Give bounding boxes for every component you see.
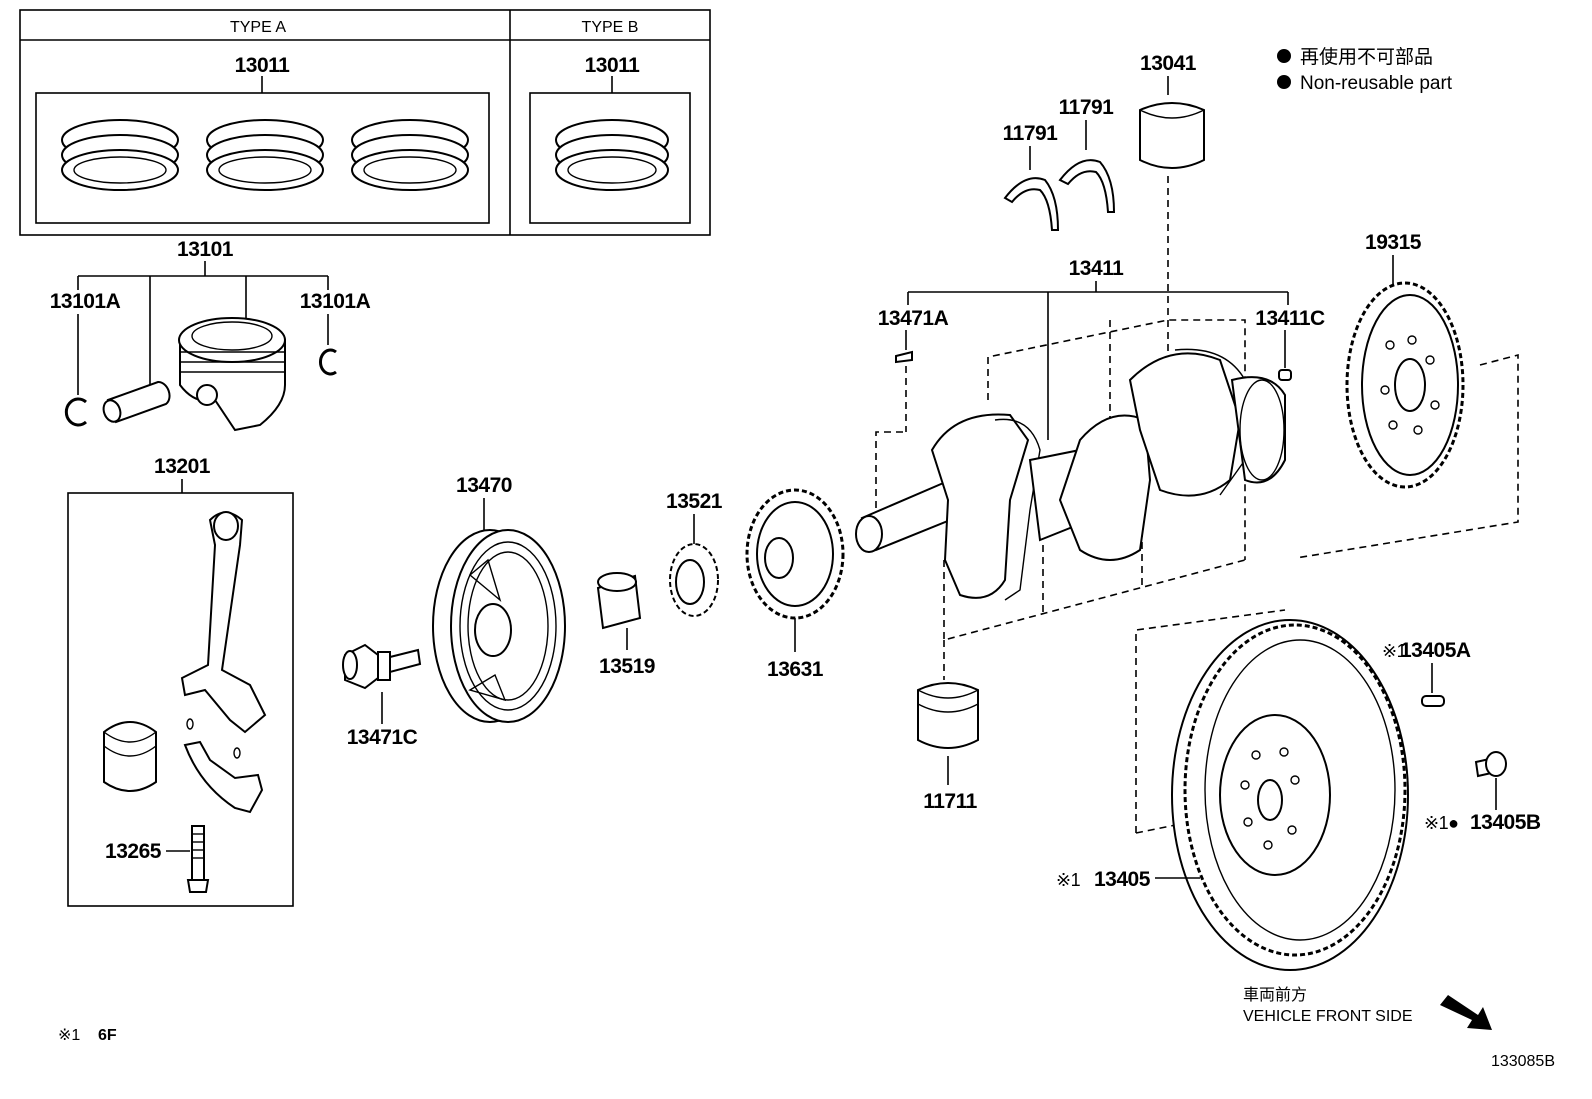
crankshaft-group: 13041 11791 11791 13411 13471A 13411C <box>855 52 1326 813</box>
non-reusable-bullet-icon <box>1277 49 1291 63</box>
flywheel-icon <box>1171 619 1409 971</box>
part-label-13405b[interactable]: 13405B <box>1470 811 1541 834</box>
legend: 再使用不可部品 Non-reusable part <box>1277 46 1453 94</box>
part-label-13411c[interactable]: 13411C <box>1255 307 1325 330</box>
part-label-13011-type-b[interactable]: 13011 <box>585 54 641 77</box>
piston-ring-type-table: TYPE A TYPE B 13011 13011 <box>19 9 711 236</box>
footer: ※1 6F 車両前方 VEHICLE FRONT SIDE 133085B <box>58 986 1555 1070</box>
piston-pin-icon <box>102 381 171 424</box>
vehicle-front-jp: 車両前方 <box>1243 986 1307 1004</box>
flywheel-pin-ref-mark: ※1 <box>1382 641 1407 661</box>
crank-bearing-upper-icon <box>1139 102 1205 169</box>
conrod-group: 13201 13265 <box>67 455 294 907</box>
piston-ring-set-type-b-icon <box>555 119 669 191</box>
part-label-11711[interactable]: 11711 <box>923 790 978 813</box>
part-label-11791-a[interactable]: 11791 <box>1003 122 1059 145</box>
crank-bearing-lower-icon <box>917 682 979 749</box>
legend-japanese: 再使用不可部品 <box>1300 46 1433 68</box>
part-label-13101[interactable]: 13101 <box>177 238 234 261</box>
type-table-frame <box>19 9 711 236</box>
part-label-13631[interactable]: 13631 <box>767 658 824 681</box>
conrod-cap-icon <box>183 740 264 814</box>
non-reusable-bullet-icon <box>1277 75 1291 89</box>
snap-ring-right-icon <box>318 348 337 376</box>
part-label-13470[interactable]: 13470 <box>456 474 512 497</box>
spacer-icon <box>596 572 642 630</box>
thrust-washer-2-icon <box>1058 159 1116 213</box>
part-label-13411[interactable]: 13411 <box>1069 257 1125 280</box>
part-label-13471c[interactable]: 13471C <box>347 726 418 749</box>
crank-sprocket-icon <box>669 543 719 617</box>
part-label-13041[interactable]: 13041 <box>1140 52 1197 75</box>
footnote-text: 6F <box>98 1027 117 1044</box>
part-label-13519[interactable]: 13519 <box>599 655 655 678</box>
footnote-mark: ※1 <box>58 1027 80 1044</box>
conrod-bolt-icon <box>186 825 210 893</box>
front-pulley-group: 13470 13471C 13519 13521 <box>342 474 845 749</box>
balancer-drive-gear-icon <box>745 488 845 620</box>
conrod-box <box>67 492 294 907</box>
part-label-11791-b[interactable]: 11791 <box>1059 96 1115 119</box>
front-direction-arrow-icon <box>1440 995 1492 1030</box>
flywheel-group: ※1 13405A ※1● 13405B ※1 13405 <box>1056 609 1541 971</box>
part-label-13405a[interactable]: 13405A <box>1400 639 1471 662</box>
legend-english: Non-reusable part <box>1300 73 1453 94</box>
type-a-title: TYPE A <box>230 19 286 36</box>
crankshaft-icon <box>855 348 1286 601</box>
piston-ring-set-3-icon <box>351 119 469 191</box>
diagram-id: 133085B <box>1491 1053 1555 1070</box>
thrust-washer-1-icon <box>1003 177 1060 231</box>
flywheel-pin-icon <box>1421 695 1445 707</box>
pulley-bolt-icon <box>342 643 422 690</box>
type-b-title: TYPE B <box>582 19 639 36</box>
flywheel-bolt-ref-mark: ※1● <box>1424 813 1458 833</box>
timing-rotor-icon <box>1345 281 1465 489</box>
piston-ring-set-1-icon <box>61 119 179 191</box>
part-label-19315[interactable]: 19315 <box>1365 231 1422 254</box>
part-label-13011-type-a[interactable]: 13011 <box>235 54 291 77</box>
flywheel-ref-mark: ※1 <box>1056 870 1081 890</box>
snap-ring-left-icon <box>64 397 88 427</box>
piston-icon <box>178 317 286 432</box>
part-label-13471a[interactable]: 13471A <box>878 307 949 330</box>
part-label-13265[interactable]: 13265 <box>105 840 162 863</box>
type-b-ring-set-box <box>529 92 691 224</box>
piston-assembly-group: 13101 13101A 13101A <box>50 238 371 432</box>
flywheel-bolt-icon <box>1474 751 1507 778</box>
connecting-rod-icon <box>180 511 267 734</box>
vehicle-front-en: VEHICLE FRONT SIDE <box>1243 1008 1413 1025</box>
piston-ring-set-2-icon <box>206 119 324 191</box>
type-a-ring-set-box <box>35 92 490 224</box>
part-label-13405[interactable]: 13405 <box>1094 868 1151 891</box>
crank-key-icon <box>895 350 913 364</box>
crank-pulley-icon <box>432 529 566 723</box>
part-label-13201[interactable]: 13201 <box>154 455 211 478</box>
part-label-13101a-left[interactable]: 13101A <box>50 290 121 313</box>
crank-pin-icon <box>1278 369 1292 381</box>
conrod-bearing-icon <box>103 721 157 792</box>
part-label-13521[interactable]: 13521 <box>666 490 723 513</box>
timing-rotor-group: 19315 <box>1295 231 1519 559</box>
part-label-13101a-right[interactable]: 13101A <box>300 290 371 313</box>
